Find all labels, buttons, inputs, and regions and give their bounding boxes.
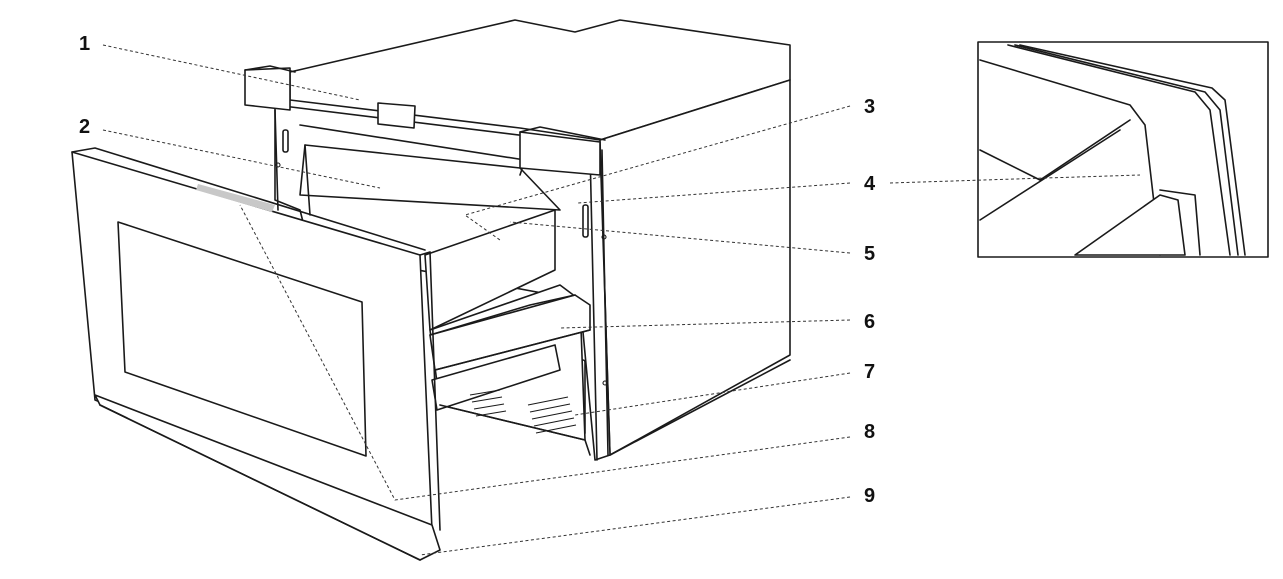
callout-labels: 1 2 3 4 5 6 7 8 9 xyxy=(79,33,876,507)
leader-lines xyxy=(102,44,1141,556)
vent-slots xyxy=(469,389,577,434)
callout-2: 2 xyxy=(79,116,90,138)
callout-6: 6 xyxy=(864,311,875,333)
callout-3: 3 xyxy=(864,96,875,118)
drawer-box xyxy=(424,209,591,456)
callout-1: 1 xyxy=(79,33,90,55)
callout-5: 5 xyxy=(864,243,875,265)
callout-8: 8 xyxy=(864,421,875,443)
callout-4: 4 xyxy=(864,173,876,195)
inset-detail xyxy=(977,41,1269,258)
callout-9: 9 xyxy=(864,485,875,507)
cabinet-body xyxy=(244,19,791,461)
callout-7: 7 xyxy=(864,361,875,383)
door-panel xyxy=(71,147,441,561)
